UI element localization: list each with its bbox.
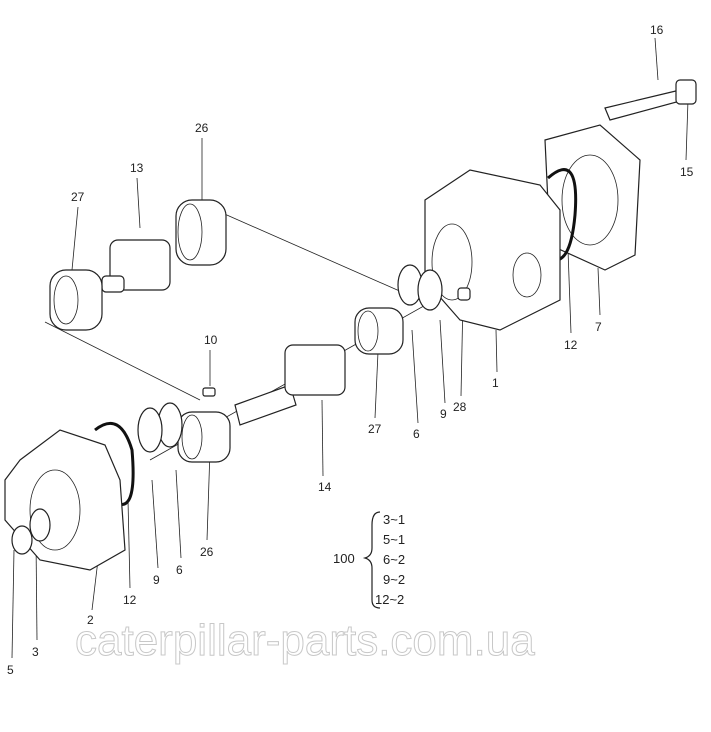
bearing-26-front <box>177 411 231 463</box>
key-10 <box>202 387 216 397</box>
part-label: 3 <box>32 645 39 659</box>
part-label: 2 <box>87 613 94 627</box>
kit-item: 9~2 <box>383 572 405 587</box>
part-label: 15 <box>680 165 694 179</box>
front-cover-2 <box>4 429 126 571</box>
part-label: 9 <box>153 573 160 587</box>
part-label: 12 <box>564 338 578 352</box>
part-label: 16 <box>650 23 664 37</box>
part-label: 27 <box>71 190 85 204</box>
part-label: 7 <box>595 320 602 334</box>
part-label: 28 <box>453 400 467 414</box>
part-label: 14 <box>318 480 332 494</box>
backup-ring-9-rear <box>417 269 443 311</box>
part-label: 9 <box>440 407 447 421</box>
part-label: 6 <box>413 427 420 441</box>
kit-number: 100 <box>333 551 355 566</box>
pump-housing-1 <box>424 169 561 331</box>
kit-legend: 100 3~1 5~1 6~2 9~2 12~2 <box>333 511 405 609</box>
driven-gear-13 <box>101 239 171 293</box>
kit-item: 6~2 <box>383 552 405 567</box>
watermark: caterpillar-parts.com.ua <box>75 616 535 665</box>
part-label: 27 <box>368 422 382 436</box>
part-label: 26 <box>200 545 214 559</box>
drive-gear-14 <box>234 344 346 426</box>
pin-28 <box>457 287 471 301</box>
part-label: 10 <box>204 333 218 347</box>
backup-ring-9-front <box>137 407 163 453</box>
part-label: 12 <box>123 593 137 607</box>
part-label: 6 <box>176 563 183 577</box>
kit-item: 5~1 <box>383 532 405 547</box>
kit-item: 3~1 <box>383 512 405 527</box>
part-label: 26 <box>195 121 209 135</box>
bearing-26-top <box>175 199 227 266</box>
kit-item: 12~2 <box>375 592 404 607</box>
o-ring-12-front <box>94 421 135 506</box>
part-label: 1 <box>492 376 499 390</box>
bolt-16 <box>604 79 697 121</box>
part-labels: 16 15 26 13 27 12 7 10 1 28 9 6 27 14 26 6 9 12 2 3 5 <box>7 23 694 677</box>
part-label: 5 <box>7 663 14 677</box>
bearing-27-left <box>49 269 103 331</box>
snap-ring-5 <box>11 525 33 555</box>
bearing-27-right <box>354 307 404 355</box>
part-label: 13 <box>130 161 144 175</box>
